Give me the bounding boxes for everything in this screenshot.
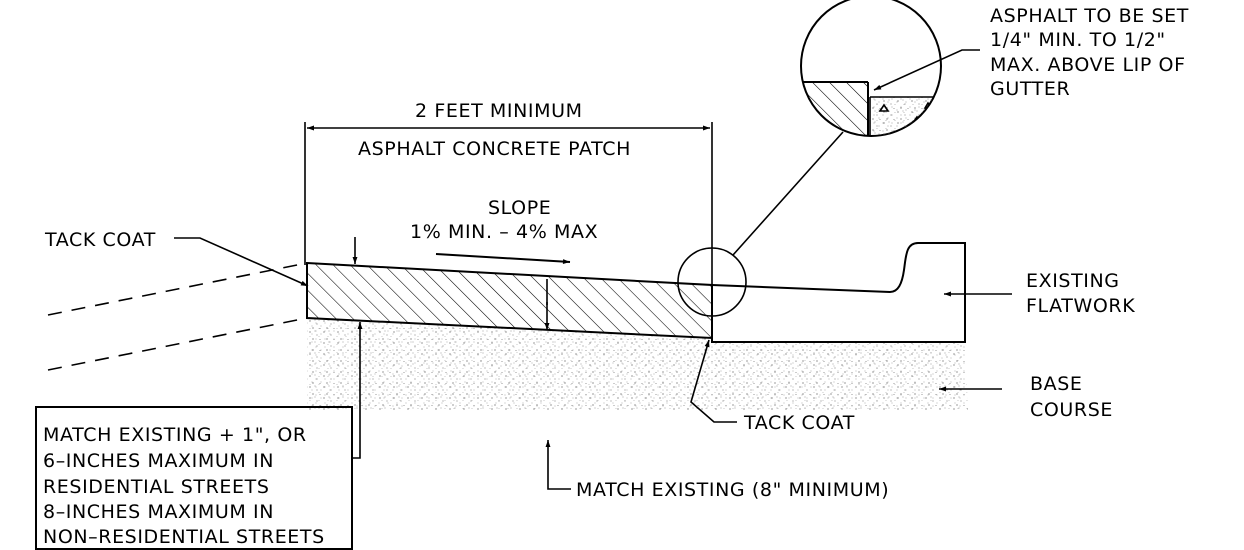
- inset-note-line-2: 1/4" MIN. TO 1/2": [990, 29, 1166, 51]
- base-course-fill: [307, 318, 968, 410]
- inset-note-leader: [873, 49, 980, 91]
- inset-note-line-3: MAX. ABOVE LIP OF: [990, 54, 1186, 76]
- slope-arrow: [435, 253, 571, 265]
- depth-note-box: [35, 406, 353, 550]
- patch-label: ASPHALT CONCRETE PATCH: [358, 138, 631, 160]
- base-match-label: MATCH EXISTING (8" MINIMUM): [576, 479, 889, 501]
- base-match-leader: [545, 440, 571, 490]
- depth-note-leader: [352, 322, 363, 459]
- depth-note-line-1: MATCH EXISTING + 1", OR: [43, 424, 307, 446]
- depth-note-line-2: 6–INCHES MAXIMUM IN: [43, 450, 274, 472]
- existing-pavement-bottom-line: [47, 317, 308, 371]
- tack-coat-leader-bottom: [690, 339, 737, 423]
- depth-note-line-4: 8–INCHES MAXIMUM IN: [43, 501, 274, 523]
- existing-flatwork-label-1: EXISTING: [1026, 270, 1120, 292]
- depth-note-line-3: RESIDENTIAL STREETS: [43, 476, 270, 498]
- existing-pavement-top-line: [47, 262, 308, 316]
- tack-coat-label-left: TACK COAT: [44, 229, 156, 251]
- slope-range-label: 1% MIN. – 4% MAX: [410, 221, 598, 243]
- tack-coat-leader-left: [174, 237, 309, 287]
- tack-coat-label-bottom: TACK COAT: [743, 412, 855, 434]
- base-course-label-1: BASE: [1030, 373, 1083, 395]
- inset-note-line-1: ASPHALT TO BE SET: [990, 5, 1189, 27]
- detail-inset: [800, 0, 942, 137]
- base-course-label-2: COURSE: [1030, 399, 1113, 421]
- slope-label: SLOPE: [488, 197, 551, 219]
- existing-flatwork-label-2: FLATWORK: [1026, 295, 1135, 317]
- existing-flatwork-gutter: [711, 242, 966, 343]
- inset-note-line-4: GUTTER: [990, 78, 1070, 100]
- width-dimension-label: 2 FEET MINIMUM: [415, 100, 583, 122]
- detail-connector-line: [732, 131, 844, 256]
- detail-callout-circle: [677, 247, 747, 317]
- depth-note-line-5: NON–RESIDENTIAL STREETS: [43, 526, 325, 548]
